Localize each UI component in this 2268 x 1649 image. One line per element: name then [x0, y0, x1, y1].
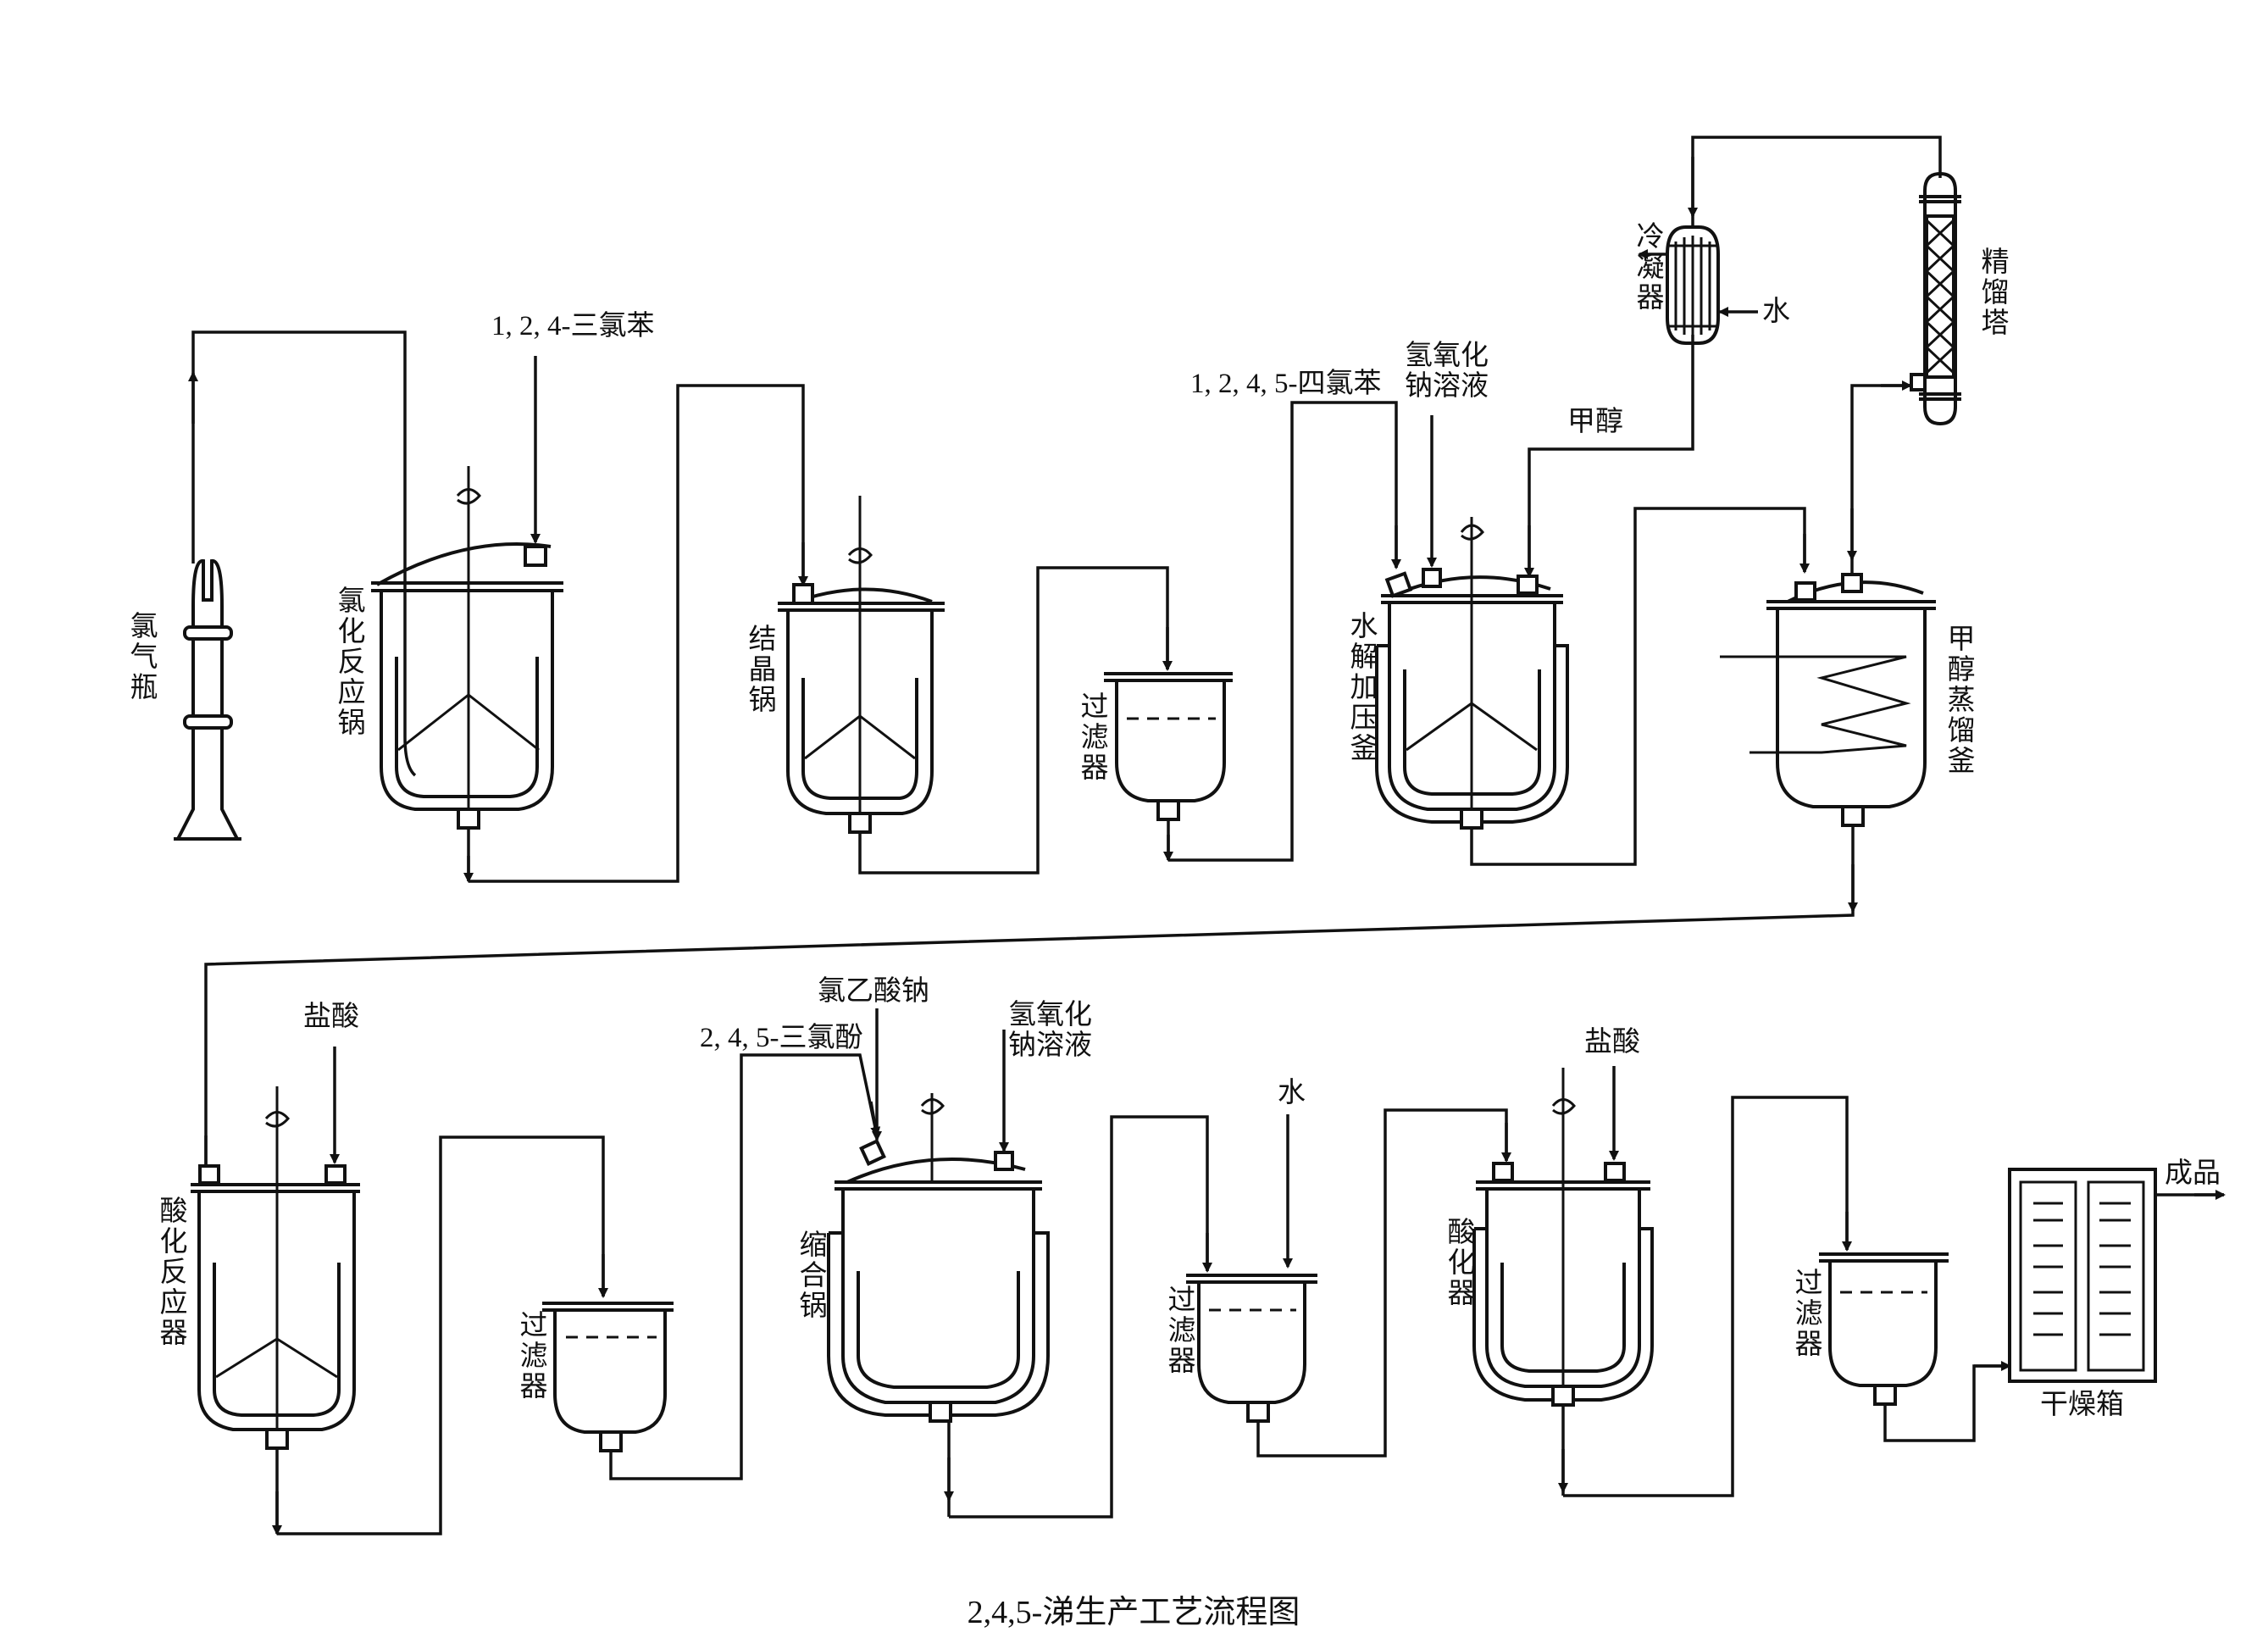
- svg-text:过滤器: 过滤器: [1168, 1285, 1196, 1377]
- hydrolysis-autoclave: [1375, 517, 1569, 830]
- acidification-reactor-label: 酸化反应器: [160, 1196, 188, 1349]
- svg-text:精馏塔: 精馏塔: [1982, 247, 2010, 339]
- label-sodium-chloroacetate: 氯乙酸钠: [818, 975, 929, 1007]
- chlorine-cylinder-label: 氯气瓶: [130, 611, 158, 703]
- label-product: 成品: [2165, 1158, 2221, 1189]
- condensation-kettle-label: 缩合锅: [800, 1230, 828, 1322]
- label-water-filter: 水: [1278, 1077, 1306, 1108]
- label-naoh-2: 氢氧化钠溶液: [1008, 999, 1092, 1061]
- label-hcl-2: 盐酸: [1584, 1026, 1640, 1058]
- filter-4-label: 过滤器: [1795, 1268, 1823, 1360]
- svg-text:甲醇蒸馏釜: 甲醇蒸馏釜: [1948, 625, 1976, 777]
- methanol-still: [1720, 573, 1936, 827]
- filter-3: [1186, 1274, 1317, 1423]
- condenser: [1666, 225, 1720, 345]
- acidifier: [1472, 1068, 1654, 1407]
- filter-1: [1104, 672, 1233, 821]
- crystallizer: [778, 496, 945, 834]
- label-water-condenser: 水: [1762, 296, 1790, 327]
- label-naoh-1a: 氢氧化钠溶液: [1405, 340, 1489, 402]
- drying-oven-label: 干燥箱: [2040, 1389, 2124, 1420]
- svg-text:过滤器: 过滤器: [1795, 1268, 1823, 1360]
- methanol-still-label: 甲醇蒸馏釜: [1948, 625, 1976, 777]
- svg-text:酸化反应器: 酸化反应器: [160, 1196, 188, 1349]
- diagram-caption: 2,4,5-涕生产工艺流程图: [968, 1595, 1300, 1630]
- crystallizer-label: 结晶锅: [749, 624, 777, 716]
- svg-text:过滤器: 过滤器: [1081, 691, 1109, 784]
- rectifying-column: [1910, 171, 1961, 426]
- pipe-chlorine-to-reactor: [191, 330, 407, 737]
- label-trichlorobenzene: 1, 2, 4-三氯苯: [491, 310, 655, 341]
- label-trichlorophenol: 2, 4, 5-三氯酚: [700, 1022, 863, 1053]
- label-hcl-1: 盐酸: [303, 1001, 359, 1032]
- condenser-label: 冷凝器: [1637, 221, 1665, 314]
- acidifier-label: 酸化器: [1448, 1217, 1476, 1309]
- chlorine-cylinder: [174, 559, 241, 841]
- acidification-reactor: [191, 1086, 360, 1450]
- svg-text:氯气瓶: 氯气瓶: [130, 611, 158, 703]
- svg-text:氯化反应锅: 氯化反应锅: [338, 586, 366, 739]
- condensation-kettle: [827, 1093, 1050, 1423]
- rectifying-column-label: 精馏塔: [1982, 247, 2010, 339]
- hydrolysis-autoclave-label: 水解加压釜: [1350, 611, 1378, 764]
- filter-1-label: 过滤器: [1081, 691, 1109, 784]
- filter-3-label: 过滤器: [1168, 1285, 1196, 1377]
- svg-text:酸化器: 酸化器: [1448, 1217, 1476, 1309]
- label-tetrachlorobenzene: 1, 2, 4, 5-四氯苯: [1190, 368, 1382, 399]
- svg-text:结晶锅: 结晶锅: [749, 624, 777, 716]
- svg-text:过滤器: 过滤器: [520, 1310, 548, 1402]
- svg-text:水解加压釜: 水解加压釜: [1350, 611, 1378, 764]
- filter-4: [1819, 1252, 1949, 1406]
- svg-text:冷凝器: 冷凝器: [1637, 221, 1665, 314]
- chlorination-reactor-label: 氯化反应锅: [338, 586, 366, 739]
- filter-2: [542, 1302, 674, 1452]
- drying-oven: [2008, 1168, 2157, 1383]
- filter-2-label: 过滤器: [520, 1310, 548, 1402]
- svg-text:缩合锅: 缩合锅: [800, 1230, 828, 1322]
- label-methanol: 甲醇: [1567, 406, 1623, 437]
